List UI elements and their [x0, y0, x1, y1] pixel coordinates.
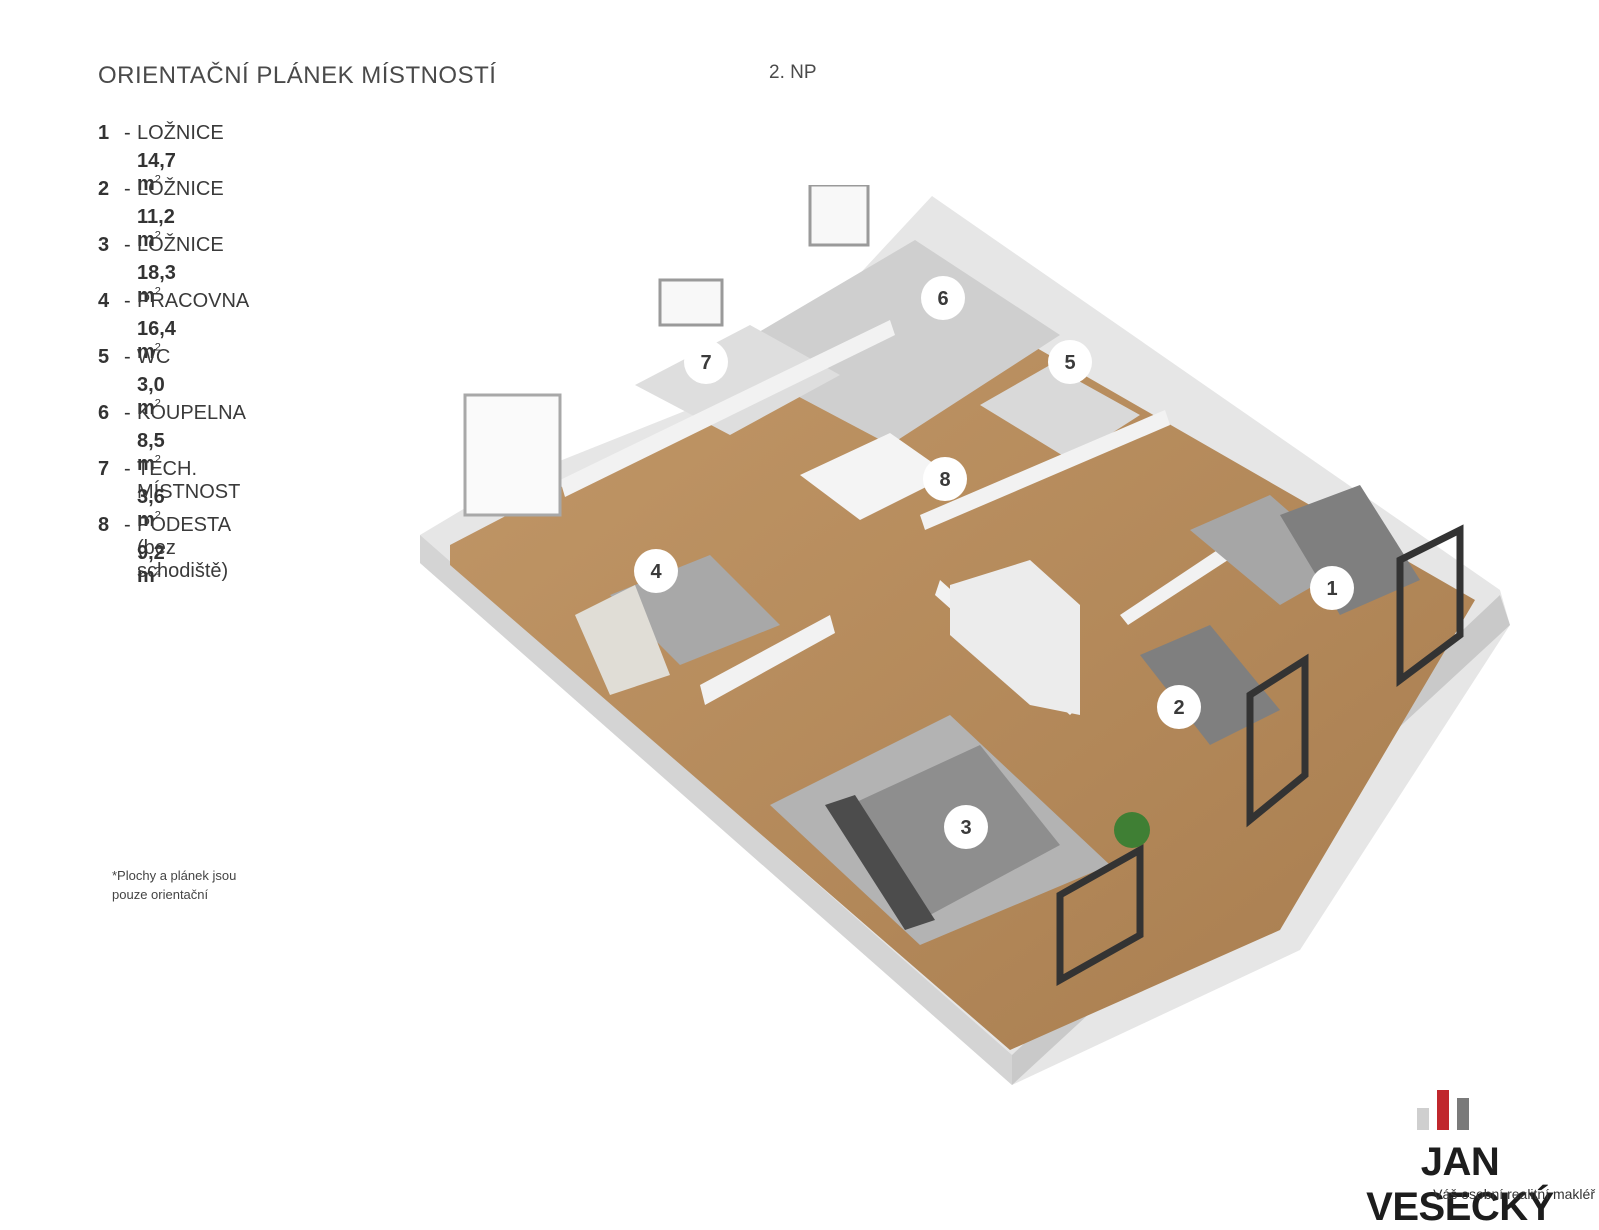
building-side-shadow	[420, 535, 1012, 1085]
wall-hall-right	[920, 410, 1170, 530]
legend-dash: -	[124, 514, 131, 536]
wall-room4-room3	[700, 615, 835, 705]
legend-dash: -	[124, 402, 131, 424]
rug-room1	[1190, 495, 1350, 605]
legend-number: 4	[98, 290, 110, 312]
room-marker-6: 6	[921, 276, 965, 320]
legend-room-area: 3,6 m2	[137, 486, 165, 531]
window-room2	[1246, 653, 1309, 828]
room-marker-3: 3	[944, 805, 988, 849]
room-marker-1: 1	[1310, 566, 1354, 610]
legend-room-area: 8,5 m2	[137, 430, 165, 475]
legend-room-area: 3,0 m2	[137, 374, 165, 419]
brand-logo: JAN VESECKÝ Váš osobní realitní makléř	[1325, 1090, 1595, 1229]
legend-number: 6	[98, 402, 110, 424]
legend-dash: -	[124, 122, 131, 144]
svg-text:7: 7	[700, 352, 711, 374]
legend-room-name: PRACOVNA	[137, 290, 250, 312]
room-marker-4: 4	[634, 549, 678, 593]
legend-room-area: 16,4 m2	[137, 318, 176, 363]
legend-dash: -	[124, 290, 131, 312]
legend-dash: -	[124, 346, 131, 368]
window-top-tech	[658, 278, 724, 327]
svg-text:2: 2	[1173, 697, 1184, 719]
room-marker-8: 8	[923, 457, 967, 501]
legend-room-name: TECH. MÍSTNOST	[137, 458, 241, 503]
legend-dash: -	[124, 458, 131, 480]
room-marker-7: 7	[684, 340, 728, 384]
balcony-door-room4	[463, 393, 562, 517]
floor-label: 2. NP	[769, 62, 817, 83]
legend-room-name: LOŽNICE	[137, 234, 224, 256]
legend-number: 8	[98, 514, 110, 536]
window-room1	[1396, 524, 1464, 687]
legend-room-name: LOŽNICE	[137, 178, 224, 200]
brand-tagline: Váš osobní realitní makléř	[1433, 1186, 1595, 1202]
svg-text:8: 8	[939, 469, 950, 491]
disclaimer-note: *Plochy a plánek jsou pouze orientační	[112, 866, 236, 904]
room-marker-2: 2	[1157, 685, 1201, 729]
legend-dash: -	[124, 178, 131, 200]
svg-text:4: 4	[650, 561, 662, 583]
svg-text:1: 1	[1326, 578, 1337, 600]
legend-room-area: 9,2 m2	[137, 542, 165, 587]
window-top-bathroom	[808, 185, 870, 247]
note-line-2: pouze orientační	[112, 887, 209, 902]
legend-number: 7	[98, 458, 110, 480]
legend-number: 2	[98, 178, 110, 200]
room-marker-5: 5	[1048, 340, 1092, 384]
legend-room-name: KOUPELNA	[137, 402, 246, 424]
legend-number: 5	[98, 346, 110, 368]
wall-room2-room1	[1120, 535, 1248, 625]
note-line-1: *Plochy a plánek jsou	[112, 868, 237, 883]
legend-room-name: LOŽNICE	[137, 122, 224, 144]
brand-name: JAN VESECKÝ	[1366, 1140, 1554, 1229]
wall-hall-left	[560, 320, 895, 497]
stair-void	[800, 433, 950, 520]
wardrobe-center	[950, 560, 1080, 715]
legend-dash: -	[124, 234, 131, 256]
legend-number: 3	[98, 234, 110, 256]
bed-room3-headboard	[825, 795, 935, 930]
wc-area	[980, 365, 1140, 460]
legend-room-name: PODESTA (bez schodiště)	[137, 514, 230, 582]
wood-floor	[450, 275, 1475, 1050]
svg-text:3: 3	[960, 817, 971, 839]
floor-plan-3d: 1 2 3 4 5 6 7 8	[420, 185, 1510, 1085]
window-room3	[1056, 844, 1144, 986]
legend-room-area: 11,2 m2	[137, 206, 175, 251]
legend-room-area: 14,7 m2	[137, 150, 176, 195]
bed-room1	[1280, 485, 1420, 615]
legend-number: 1	[98, 122, 110, 144]
sofa-room4	[575, 585, 670, 695]
plan-title: ORIENTAČNÍ PLÁNEK MÍSTNOSTÍ	[98, 62, 497, 89]
bed-room2	[1140, 625, 1280, 745]
logo-bars-icon	[1417, 1090, 1469, 1130]
legend-room-area: 18,3 m2	[137, 262, 176, 307]
svg-text:6: 6	[937, 288, 948, 310]
legend-room-name: WC	[137, 346, 171, 368]
tech-room-area	[635, 325, 840, 435]
svg-text:5: 5	[1064, 352, 1075, 374]
plant-room3	[1114, 812, 1150, 848]
